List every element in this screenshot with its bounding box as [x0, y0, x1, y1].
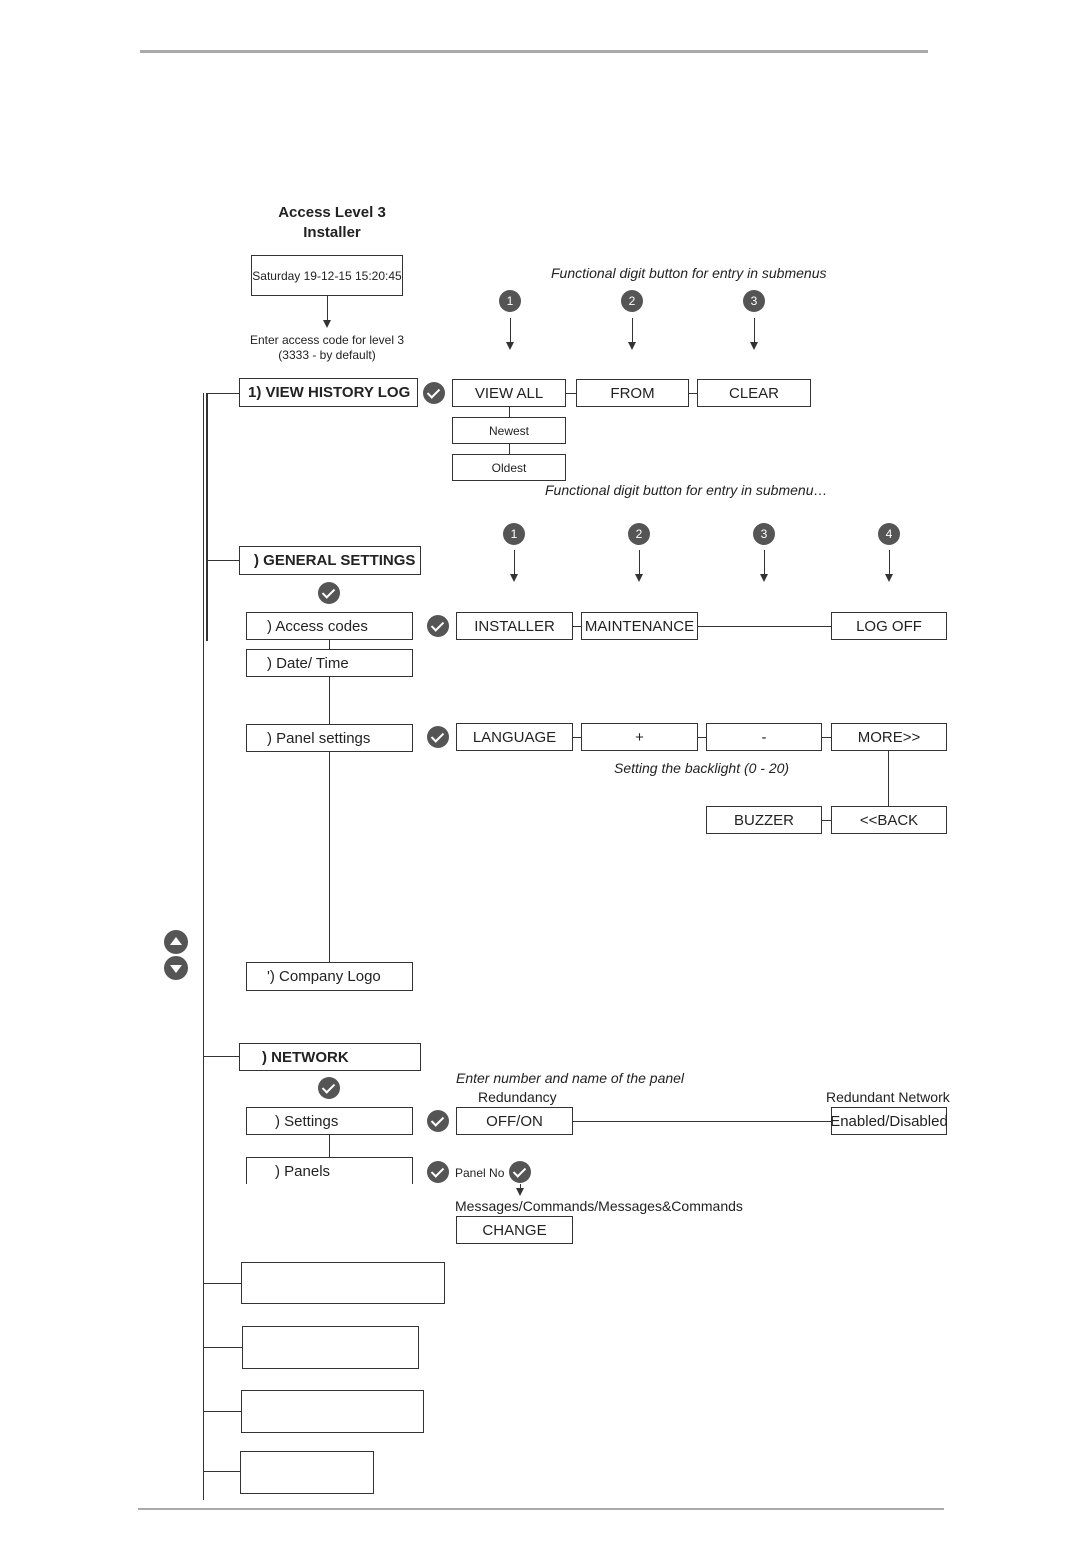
redundancy-link: [573, 1121, 831, 1122]
check-icon: [427, 726, 449, 748]
access-code-line-1: Enter access code for level 3: [249, 333, 405, 347]
redundant-network-label: Redundant Network: [826, 1089, 950, 1105]
access-link-1: [573, 626, 581, 627]
oldest-option[interactable]: Oldest: [452, 454, 566, 481]
digit-circle-1: 1: [503, 523, 525, 545]
menu-item-blank[interactable]: [241, 1390, 424, 1433]
view-all-button[interactable]: VIEW ALL: [452, 379, 566, 407]
hint-functional-mid: Functional digit button for entry in sub…: [545, 482, 828, 498]
spine-line-inner: [206, 393, 208, 641]
scroll-up-icon[interactable]: [164, 930, 188, 954]
check-icon: [509, 1161, 531, 1183]
off-on-button[interactable]: OFF/ON: [456, 1107, 573, 1135]
network-item[interactable]: ) NETWORK: [239, 1043, 421, 1071]
digit-arrow-1: [510, 550, 518, 582]
installer-button[interactable]: INSTALLER: [456, 612, 573, 640]
back-button[interactable]: <<BACK: [831, 806, 947, 834]
plus-button[interactable]: +: [581, 723, 698, 751]
check-icon: [427, 1161, 449, 1183]
panel-settings-item[interactable]: ) Panel settings: [246, 724, 413, 752]
menu-item-blank[interactable]: [241, 1262, 445, 1304]
menu-item-blank[interactable]: [240, 1451, 374, 1494]
bottom-rule: [138, 1508, 944, 1510]
more-link: [822, 820, 831, 821]
enabled-disabled-button[interactable]: Enabled/Disabled: [830, 1107, 948, 1135]
digit-circle-2: 2: [621, 290, 643, 312]
menu-item-blank[interactable]: [242, 1326, 419, 1369]
hint-panel-entry: Enter number and name of the panel: [456, 1070, 685, 1086]
digit-circle-1: 1: [499, 290, 521, 312]
newest-option[interactable]: Newest: [452, 417, 566, 444]
digit-arrow-3: [760, 550, 768, 582]
menu-connector: [203, 1283, 241, 1284]
change-button[interactable]: CHANGE: [456, 1216, 573, 1244]
check-icon: [427, 1110, 449, 1132]
network-connector: [203, 1056, 239, 1057]
general-sub-line: [329, 640, 330, 962]
general-connector: [206, 560, 239, 561]
check-icon: [318, 1077, 340, 1099]
access-code-line-2: (3333 - by default): [278, 348, 376, 362]
network-panels-item[interactable]: ) Panels: [246, 1157, 413, 1184]
panel-link-1: [573, 737, 581, 738]
panel-link-2: [698, 737, 706, 738]
digit-arrow-1: [506, 318, 514, 350]
history-link-2: [689, 393, 697, 394]
network-sub-line: [329, 1135, 330, 1157]
menu-connector: [203, 1347, 242, 1348]
scroll-down-icon[interactable]: [164, 956, 188, 980]
access-link-2: [698, 626, 831, 627]
digit-circle-3: 3: [743, 290, 765, 312]
panel-link-3: [822, 737, 831, 738]
date-time-item[interactable]: ) Date/ Time: [246, 649, 413, 677]
digit-circle-4: 4: [878, 523, 900, 545]
menu-connector: [203, 1471, 240, 1472]
check-icon: [427, 615, 449, 637]
maintenance-button[interactable]: MAINTENANCE: [581, 612, 698, 640]
display-arrow: [323, 296, 331, 328]
minus-button[interactable]: -: [706, 723, 822, 751]
log-off-button[interactable]: LOG OFF: [831, 612, 947, 640]
clear-button[interactable]: CLEAR: [697, 379, 811, 407]
digit-arrow-4: [885, 550, 893, 582]
general-settings-item[interactable]: ) GENERAL SETTINGS: [239, 546, 421, 575]
buzzer-button[interactable]: BUZZER: [706, 806, 822, 834]
digit-arrow-2: [635, 550, 643, 582]
more-button[interactable]: MORE>>: [831, 723, 947, 751]
panel-no-label: Panel No: [455, 1166, 505, 1180]
check-icon: [318, 582, 340, 604]
digit-circle-3: 3: [753, 523, 775, 545]
menu-connector: [203, 1411, 241, 1412]
digit-arrow-2: [628, 318, 636, 350]
display-datetime: Saturday 19-12-15 15:20:45: [251, 255, 403, 296]
language-button[interactable]: LANGUAGE: [456, 723, 573, 751]
hint-functional-top: Functional digit button for entry in sub…: [551, 265, 827, 281]
digit-arrow-3: [750, 318, 758, 350]
spine-line: [203, 393, 204, 1500]
title-line-2: Installer: [303, 224, 361, 241]
access-codes-item[interactable]: ) Access codes: [246, 612, 413, 640]
from-button[interactable]: FROM: [576, 379, 689, 407]
history-link-1: [566, 393, 576, 394]
hint-backlight: Setting the backlight (0 - 20): [614, 760, 790, 776]
company-logo-item[interactable]: ') Company Logo: [246, 962, 413, 991]
panel-no-arrow: [516, 1184, 524, 1196]
view-history-log-item[interactable]: 1) VIEW HISTORY LOG: [239, 378, 418, 407]
network-settings-item[interactable]: ) Settings: [246, 1107, 413, 1135]
top-rule: [140, 50, 928, 53]
history-connector: [206, 393, 239, 394]
messages-commands-label: Messages/Commands/Messages&Commands: [455, 1198, 743, 1214]
redundancy-label: Redundancy: [478, 1089, 557, 1105]
more-sub-line: [888, 751, 889, 807]
title-line-1: Access Level 3: [278, 204, 386, 221]
digit-circle-2: 2: [628, 523, 650, 545]
check-icon: [423, 382, 445, 404]
